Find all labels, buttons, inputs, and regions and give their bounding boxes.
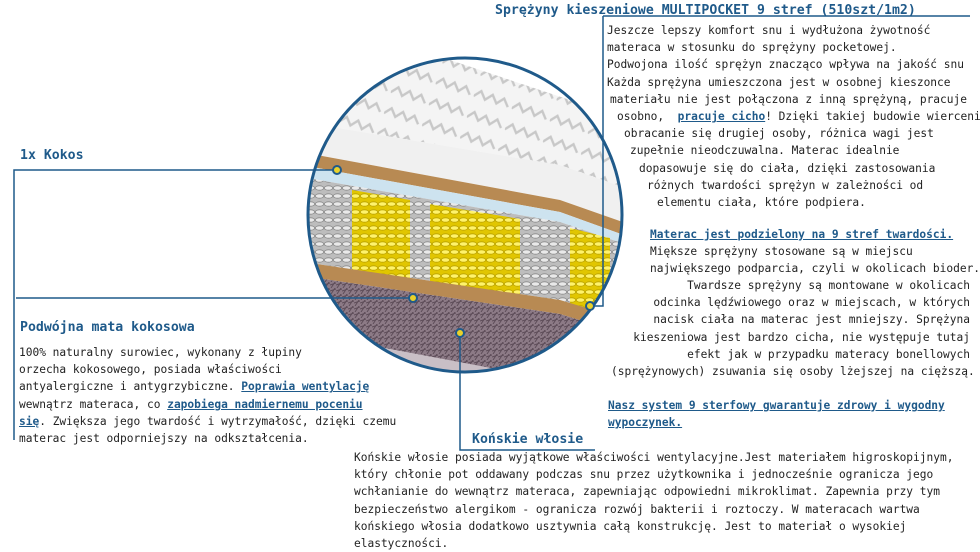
zones-text-right: Twardsze sprężyny są montowane w okolica…: [611, 279, 975, 379]
zones-text: Materac jest podzielony na 9 stref tward…: [650, 228, 980, 276]
horsehair-heading: Końskie włosie: [472, 432, 584, 447]
quiet-link[interactable]: pracuje cicho: [677, 110, 766, 124]
horsehair-text: Końskie włosie posiada wyjątkowe właściw…: [354, 451, 954, 551]
ventilation-link[interactable]: Poprawia wentylację: [241, 380, 370, 394]
coconut-mat-heading: Podwójna mata kokosowa: [20, 320, 195, 335]
callout-dots: [332, 165, 595, 338]
coconut-mat-text: 100% naturalny surowiec, wykonany z łupi…: [19, 346, 397, 446]
system-text: Nasz system 9 sterfowy gwarantuje zdrowy…: [608, 399, 945, 430]
zones-heading: Materac jest podzielony na 9 stref tward…: [650, 228, 954, 241]
kokos-label: 1x Kokos: [20, 148, 84, 163]
magnifier-ring: [306, 56, 624, 374]
pocket-springs-text: Jeszcze lepszy komfort snu i wydłużona ż…: [607, 24, 980, 210]
pocket-springs-heading: Sprężyny kieszeniowe MULTIPOCKET 9 stref…: [495, 3, 916, 18]
sweat-link[interactable]: zapobiega nadmiernemu poceniu: [167, 397, 363, 411]
